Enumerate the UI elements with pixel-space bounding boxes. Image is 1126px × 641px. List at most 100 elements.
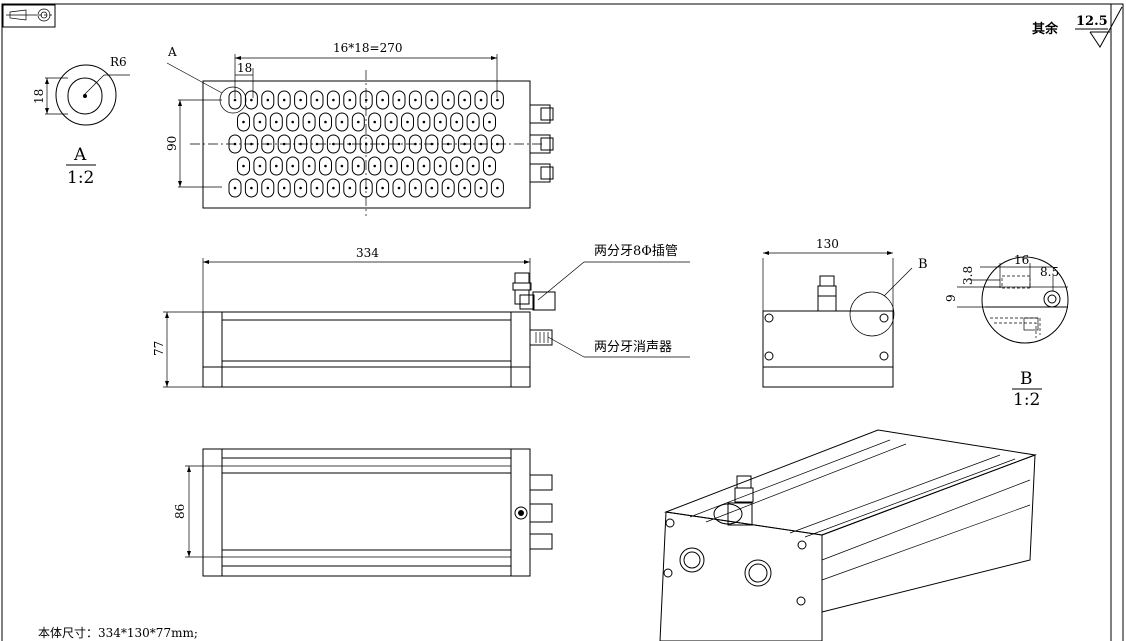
suction-hole <box>408 90 422 110</box>
suction-hole-center <box>406 120 409 124</box>
suction-hole <box>474 178 488 198</box>
suction-hole <box>458 178 472 198</box>
suction-hole-center <box>299 98 302 102</box>
suction-hole <box>376 134 390 154</box>
suction-hole-center <box>397 98 401 102</box>
suction-hole <box>376 178 390 198</box>
suction-hole <box>310 134 324 154</box>
roughness-value: 12.5 <box>1076 14 1108 29</box>
suction-hole-center <box>471 164 475 168</box>
suction-hole-center <box>439 120 442 124</box>
suction-hole-center <box>422 164 426 168</box>
suction-hole-center <box>479 186 483 190</box>
suction-hole-center <box>430 98 434 102</box>
suction-hole <box>244 178 258 198</box>
suction-hole <box>286 112 300 132</box>
suction-hole <box>277 90 291 110</box>
suction-hole-center <box>275 164 278 168</box>
suction-hole-center <box>340 120 344 124</box>
suction-hole-center <box>488 164 491 168</box>
detail-b-dim-16: 16 <box>1014 253 1029 267</box>
suction-hole <box>490 178 504 198</box>
suction-hole <box>417 156 431 176</box>
suction-hole-center <box>307 120 311 124</box>
fitting-note: 两分牙8Φ插管 <box>594 244 678 259</box>
side-view-width-label: 130 <box>816 237 839 251</box>
suction-hole <box>253 112 267 132</box>
suction-hole-center <box>397 142 401 146</box>
suction-hole-center <box>496 186 499 190</box>
suction-hole-center <box>340 164 344 168</box>
suction-hole-center <box>381 142 384 146</box>
suction-hole-center <box>291 120 295 124</box>
suction-hole <box>261 178 275 198</box>
suction-hole <box>466 156 480 176</box>
top-view-first-pitch-label: 18 <box>237 61 252 75</box>
suction-hole-center <box>455 164 459 168</box>
suction-hole <box>368 112 382 132</box>
suction-hole <box>302 112 316 132</box>
suction-hole-center <box>324 164 327 168</box>
suction-hole-center <box>233 186 237 190</box>
suction-hole <box>244 134 258 154</box>
roughness-symbol-icon <box>1075 6 1123 48</box>
suction-hole <box>359 134 373 154</box>
suction-hole <box>384 156 398 176</box>
suction-hole <box>228 134 242 154</box>
suction-hole <box>253 156 267 176</box>
suction-hole-center <box>446 186 450 190</box>
side-view-callout-letter: B <box>918 257 928 272</box>
suction-hole <box>401 156 414 176</box>
suction-hole-center <box>463 186 466 190</box>
suction-hole-center <box>282 186 286 190</box>
suction-hole <box>261 134 275 154</box>
suction-hole <box>294 178 308 198</box>
suction-hole-center <box>389 164 393 168</box>
detail-b-dim-9: 9 <box>944 294 958 302</box>
suction-hole-center <box>315 98 319 102</box>
suction-hole <box>376 90 390 110</box>
suction-hole-center <box>299 142 302 146</box>
isometric-view <box>659 429 1037 641</box>
suction-hole <box>490 90 504 110</box>
detail-b-caption-letter: B <box>1020 369 1033 389</box>
suction-hole-center <box>332 186 335 190</box>
suction-hole <box>441 134 455 154</box>
suction-hole-center <box>463 142 466 146</box>
suction-hole <box>433 112 447 132</box>
top-view-callout-letter: A <box>167 45 177 59</box>
suction-hole-center <box>471 120 475 124</box>
suction-hole-center <box>389 120 393 124</box>
detail-a-radius-label: R6 <box>110 55 127 69</box>
suction-hole-center <box>463 98 466 102</box>
suction-hole-center <box>479 142 483 146</box>
suction-hole <box>319 156 332 176</box>
suction-hole-center <box>332 142 335 146</box>
suction-hole <box>343 134 357 154</box>
suction-hole <box>490 134 504 154</box>
suction-hole <box>458 134 472 154</box>
suction-hole <box>401 112 414 132</box>
suction-hole-center <box>381 98 384 102</box>
first-angle-projection-icon <box>2 4 56 28</box>
surface-note: 其余 <box>1032 21 1059 37</box>
sheet-border <box>1 3 1124 641</box>
suction-hole <box>343 90 357 110</box>
suction-hole-center <box>250 142 253 146</box>
top-view-fittings <box>529 104 554 183</box>
suction-hole <box>425 178 439 198</box>
suction-hole <box>368 156 382 176</box>
suction-hole <box>474 134 488 154</box>
detail-b-dim-8-5: 8.5 <box>1040 265 1059 279</box>
suction-hole <box>474 90 488 110</box>
suction-hole-center <box>348 98 352 102</box>
suction-hole <box>392 134 406 154</box>
suction-hole-center <box>446 142 450 146</box>
suction-hole-center <box>414 98 417 102</box>
muffler-note: 两分牙消声器 <box>594 340 672 355</box>
suction-hole-center <box>348 186 352 190</box>
suction-hole <box>392 90 406 110</box>
suction-hole-center <box>233 142 237 146</box>
suction-hole <box>483 156 496 176</box>
detail-a-caption-letter: A <box>73 145 87 165</box>
